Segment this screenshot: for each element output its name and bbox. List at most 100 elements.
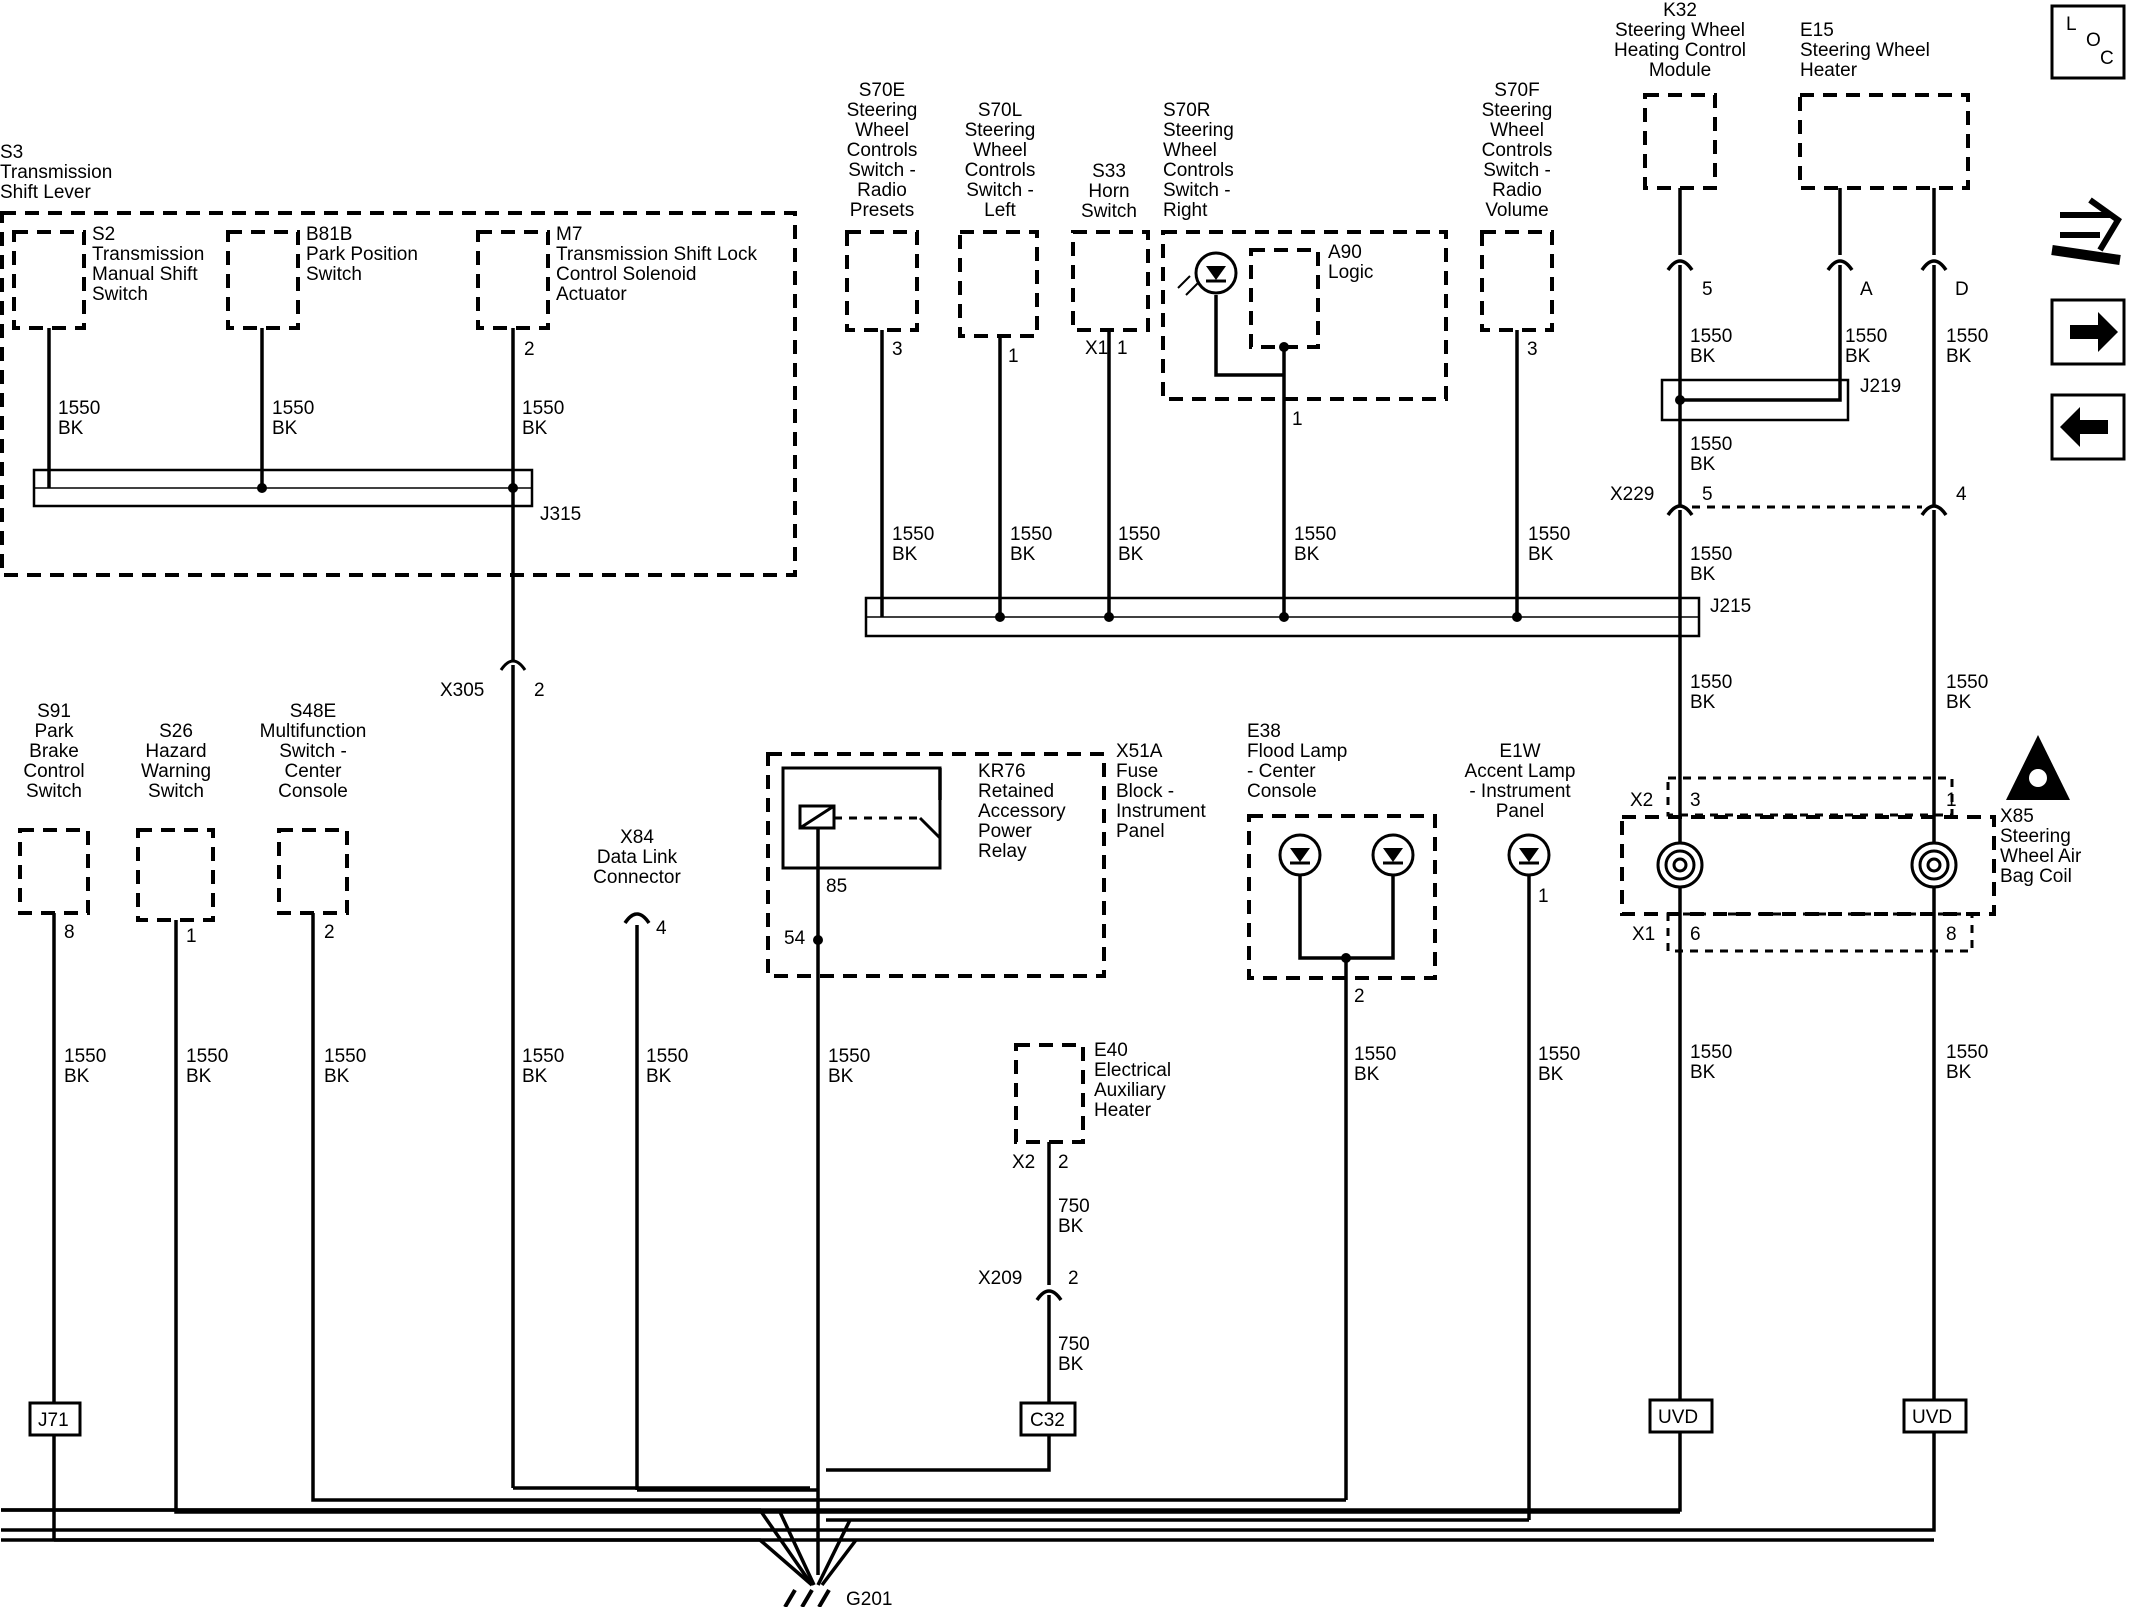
e1w-label-line: - Instrument <box>1469 781 1571 802</box>
wire-gauge-label: 1550 <box>324 1046 366 1067</box>
s70l-label-line: Left <box>984 200 1016 221</box>
m7-box[interactable] <box>476 230 550 330</box>
wire-gauge-label: 1550 <box>1690 544 1732 565</box>
prev-arrow-icon <box>2060 407 2108 447</box>
x51a-label-line: Fuse <box>1116 761 1158 782</box>
wire-color-label: BK <box>1538 1064 1564 1085</box>
wire-color-label: BK <box>1946 346 1972 367</box>
g201-label: G201 <box>846 1589 892 1607</box>
loc-text-o: O <box>2086 30 2101 51</box>
s70f-label-line: Volume <box>1485 200 1548 221</box>
wire-color-label: BK <box>1690 564 1716 585</box>
x51a-box[interactable] <box>766 752 1106 978</box>
x229-pin-5: 5 <box>1702 484 1713 505</box>
s48e-box[interactable] <box>277 828 349 915</box>
wire-color-label: BK <box>828 1066 854 1087</box>
uvd-right-label-box <box>1902 1398 1968 1434</box>
e15-box[interactable] <box>1798 93 1970 190</box>
s33-box[interactable] <box>1071 230 1150 332</box>
x84-label-line: Data Link <box>597 847 678 868</box>
wire-color-label: BK <box>892 544 918 565</box>
s70f-label-line: Switch - <box>1483 160 1551 181</box>
wire-gauge-label: 1550 <box>1690 672 1732 693</box>
loc-text-c: C <box>2100 48 2114 69</box>
e1w-label-line: E1W <box>1499 741 1540 762</box>
e40-box[interactable] <box>1014 1043 1085 1144</box>
s91-box[interactable] <box>18 828 90 915</box>
kr76-label-line: Relay <box>978 841 1027 862</box>
s70r-label-line: Steering <box>1163 120 1234 141</box>
x85-label-line: Bag Coil <box>2000 866 2072 887</box>
x51a-label-line: X51A <box>1116 741 1163 762</box>
k32-label-line: Module <box>1649 60 1711 81</box>
wire-gauge-label: 1550 <box>828 1046 870 1067</box>
s91-pin: 8 <box>64 922 75 943</box>
e38-label-line: Flood Lamp <box>1247 741 1347 762</box>
s33-pin: 1 <box>1117 338 1128 359</box>
wire-color-label: BK <box>1690 692 1716 713</box>
k32-box[interactable] <box>1643 93 1717 190</box>
e15-label-line: E15 <box>1800 20 1834 41</box>
x85-x2-label: X2 <box>1630 790 1653 811</box>
s70e-box[interactable] <box>845 230 919 332</box>
kr76-label-line: Power <box>978 821 1033 842</box>
j215-label: J215 <box>1710 596 1751 617</box>
s70l-label-line: Controls <box>965 160 1036 181</box>
kr76-pin-85: 85 <box>826 876 847 897</box>
s70r-box[interactable] <box>1161 230 1448 401</box>
e40-label-line: Heater <box>1094 1100 1152 1121</box>
s70e-label-line: S70E <box>859 80 905 101</box>
s70f-box[interactable] <box>1480 230 1554 332</box>
x85-label-line: Steering <box>2000 826 2071 847</box>
b81b-box[interactable] <box>226 230 300 330</box>
m7-label-line: Actuator <box>556 284 627 305</box>
kr76-box[interactable] <box>781 766 942 870</box>
wire-gauge-label: 1550 <box>186 1046 228 1067</box>
loc-text-l: L <box>2066 14 2077 35</box>
s70r-label-line: Wheel <box>1163 140 1217 161</box>
s2-label-line: Switch <box>92 284 148 305</box>
s91-label-line: S91 <box>37 701 71 722</box>
wire-color-label: BK <box>1946 1062 1972 1083</box>
s70f-label-line: S70F <box>1494 80 1539 101</box>
s48e-label-line: Multifunction <box>260 721 367 742</box>
s70e-label-line: Steering <box>847 100 918 121</box>
loc-button[interactable] <box>2050 4 2126 80</box>
s70r-label-line: Switch - <box>1163 180 1231 201</box>
wire-gauge-label: 1550 <box>1845 326 1887 347</box>
s26-box[interactable] <box>136 828 215 922</box>
wire-gauge-label: 1550 <box>646 1046 688 1067</box>
s3-label-line: Transmission <box>0 162 112 183</box>
j71-label-box <box>28 1401 82 1437</box>
s2-box[interactable] <box>12 230 86 330</box>
e38-label-line: - Center <box>1247 761 1316 782</box>
x84-label-line: X84 <box>620 827 654 848</box>
a90-box[interactable] <box>1249 248 1320 349</box>
s33-label-line: S33 <box>1092 161 1126 182</box>
component-icon[interactable] <box>2051 197 2122 265</box>
wire-color-label: BK <box>522 418 548 439</box>
s26-label-line: Warning <box>141 761 211 782</box>
wire-color-label: BK <box>58 418 84 439</box>
wire-color-label: BK <box>1354 1064 1380 1085</box>
j315-label: J315 <box>540 504 581 525</box>
s70l-label-line: Steering <box>965 120 1036 141</box>
s26-label-line: S26 <box>159 721 193 742</box>
wire-gauge-label: 1550 <box>1528 524 1570 545</box>
wire-gauge-label: 1550 <box>1690 1042 1732 1063</box>
wire-color-label: BK <box>186 1066 212 1087</box>
s70l-box[interactable] <box>958 230 1039 338</box>
e38-box[interactable] <box>1247 814 1437 980</box>
s48e-pin: 2 <box>324 922 335 943</box>
x85-x1-label: X1 <box>1632 924 1655 945</box>
x85-pin-8: 8 <box>1946 924 1957 945</box>
wire-gauge-label: 1550 <box>1538 1044 1580 1065</box>
wire-gauge-label: 1550 <box>58 398 100 419</box>
e40-label-line: Auxiliary <box>1094 1080 1166 1101</box>
x305-label: X305 <box>440 680 484 701</box>
a90-label-line: A90 <box>1328 242 1362 263</box>
x85-pin-1: 1 <box>1946 790 1957 811</box>
s70f-label-line: Radio <box>1492 180 1542 201</box>
airbag-warning-icon <box>2006 735 2070 800</box>
e1w-label-line: Accent Lamp <box>1465 761 1576 782</box>
